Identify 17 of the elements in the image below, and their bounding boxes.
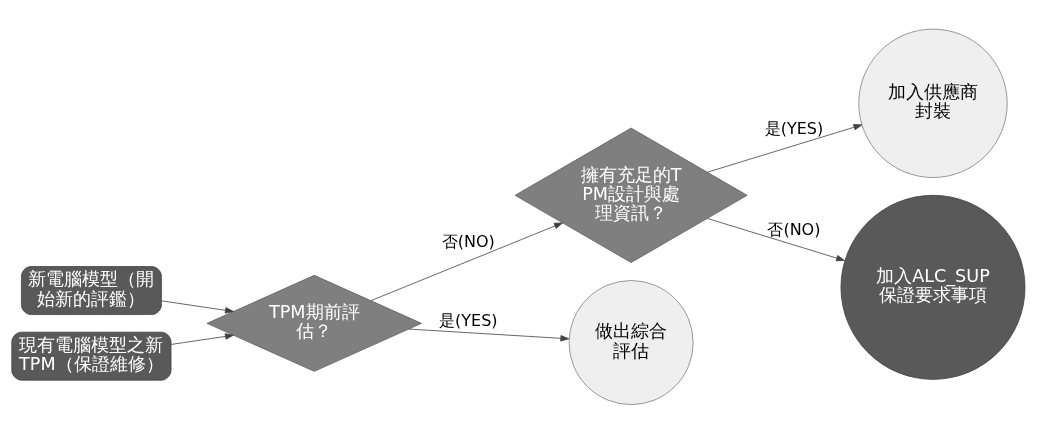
node-diamond: 擁有充足的TPM設計與處理資訊？ — [514, 127, 748, 263]
arrow — [706, 218, 845, 262]
edge-label: 否(NO) — [767, 219, 821, 239]
arrow — [170, 333, 234, 345]
edge-label: 是(YES) — [439, 310, 498, 330]
edge-label: 是(YES) — [764, 118, 824, 138]
node-diamond: TPM期前評估？ — [206, 274, 422, 372]
node-box: 新電腦模型（開始新的評鑑） — [21, 266, 162, 315]
node-circle: 加入ALC_SUP保證要求事項 — [840, 194, 1026, 380]
arrow — [408, 328, 570, 342]
node-box: 現有電腦模型之新TPM（保證維修） — [11, 331, 172, 381]
arrow — [370, 222, 563, 301]
arrow — [706, 124, 863, 173]
arrow — [161, 300, 234, 314]
node-circle: 做出綜合評估 — [568, 280, 694, 405]
edge-label: 否(NO) — [441, 231, 495, 251]
node-circle: 加入供應商封裝 — [858, 28, 1008, 178]
